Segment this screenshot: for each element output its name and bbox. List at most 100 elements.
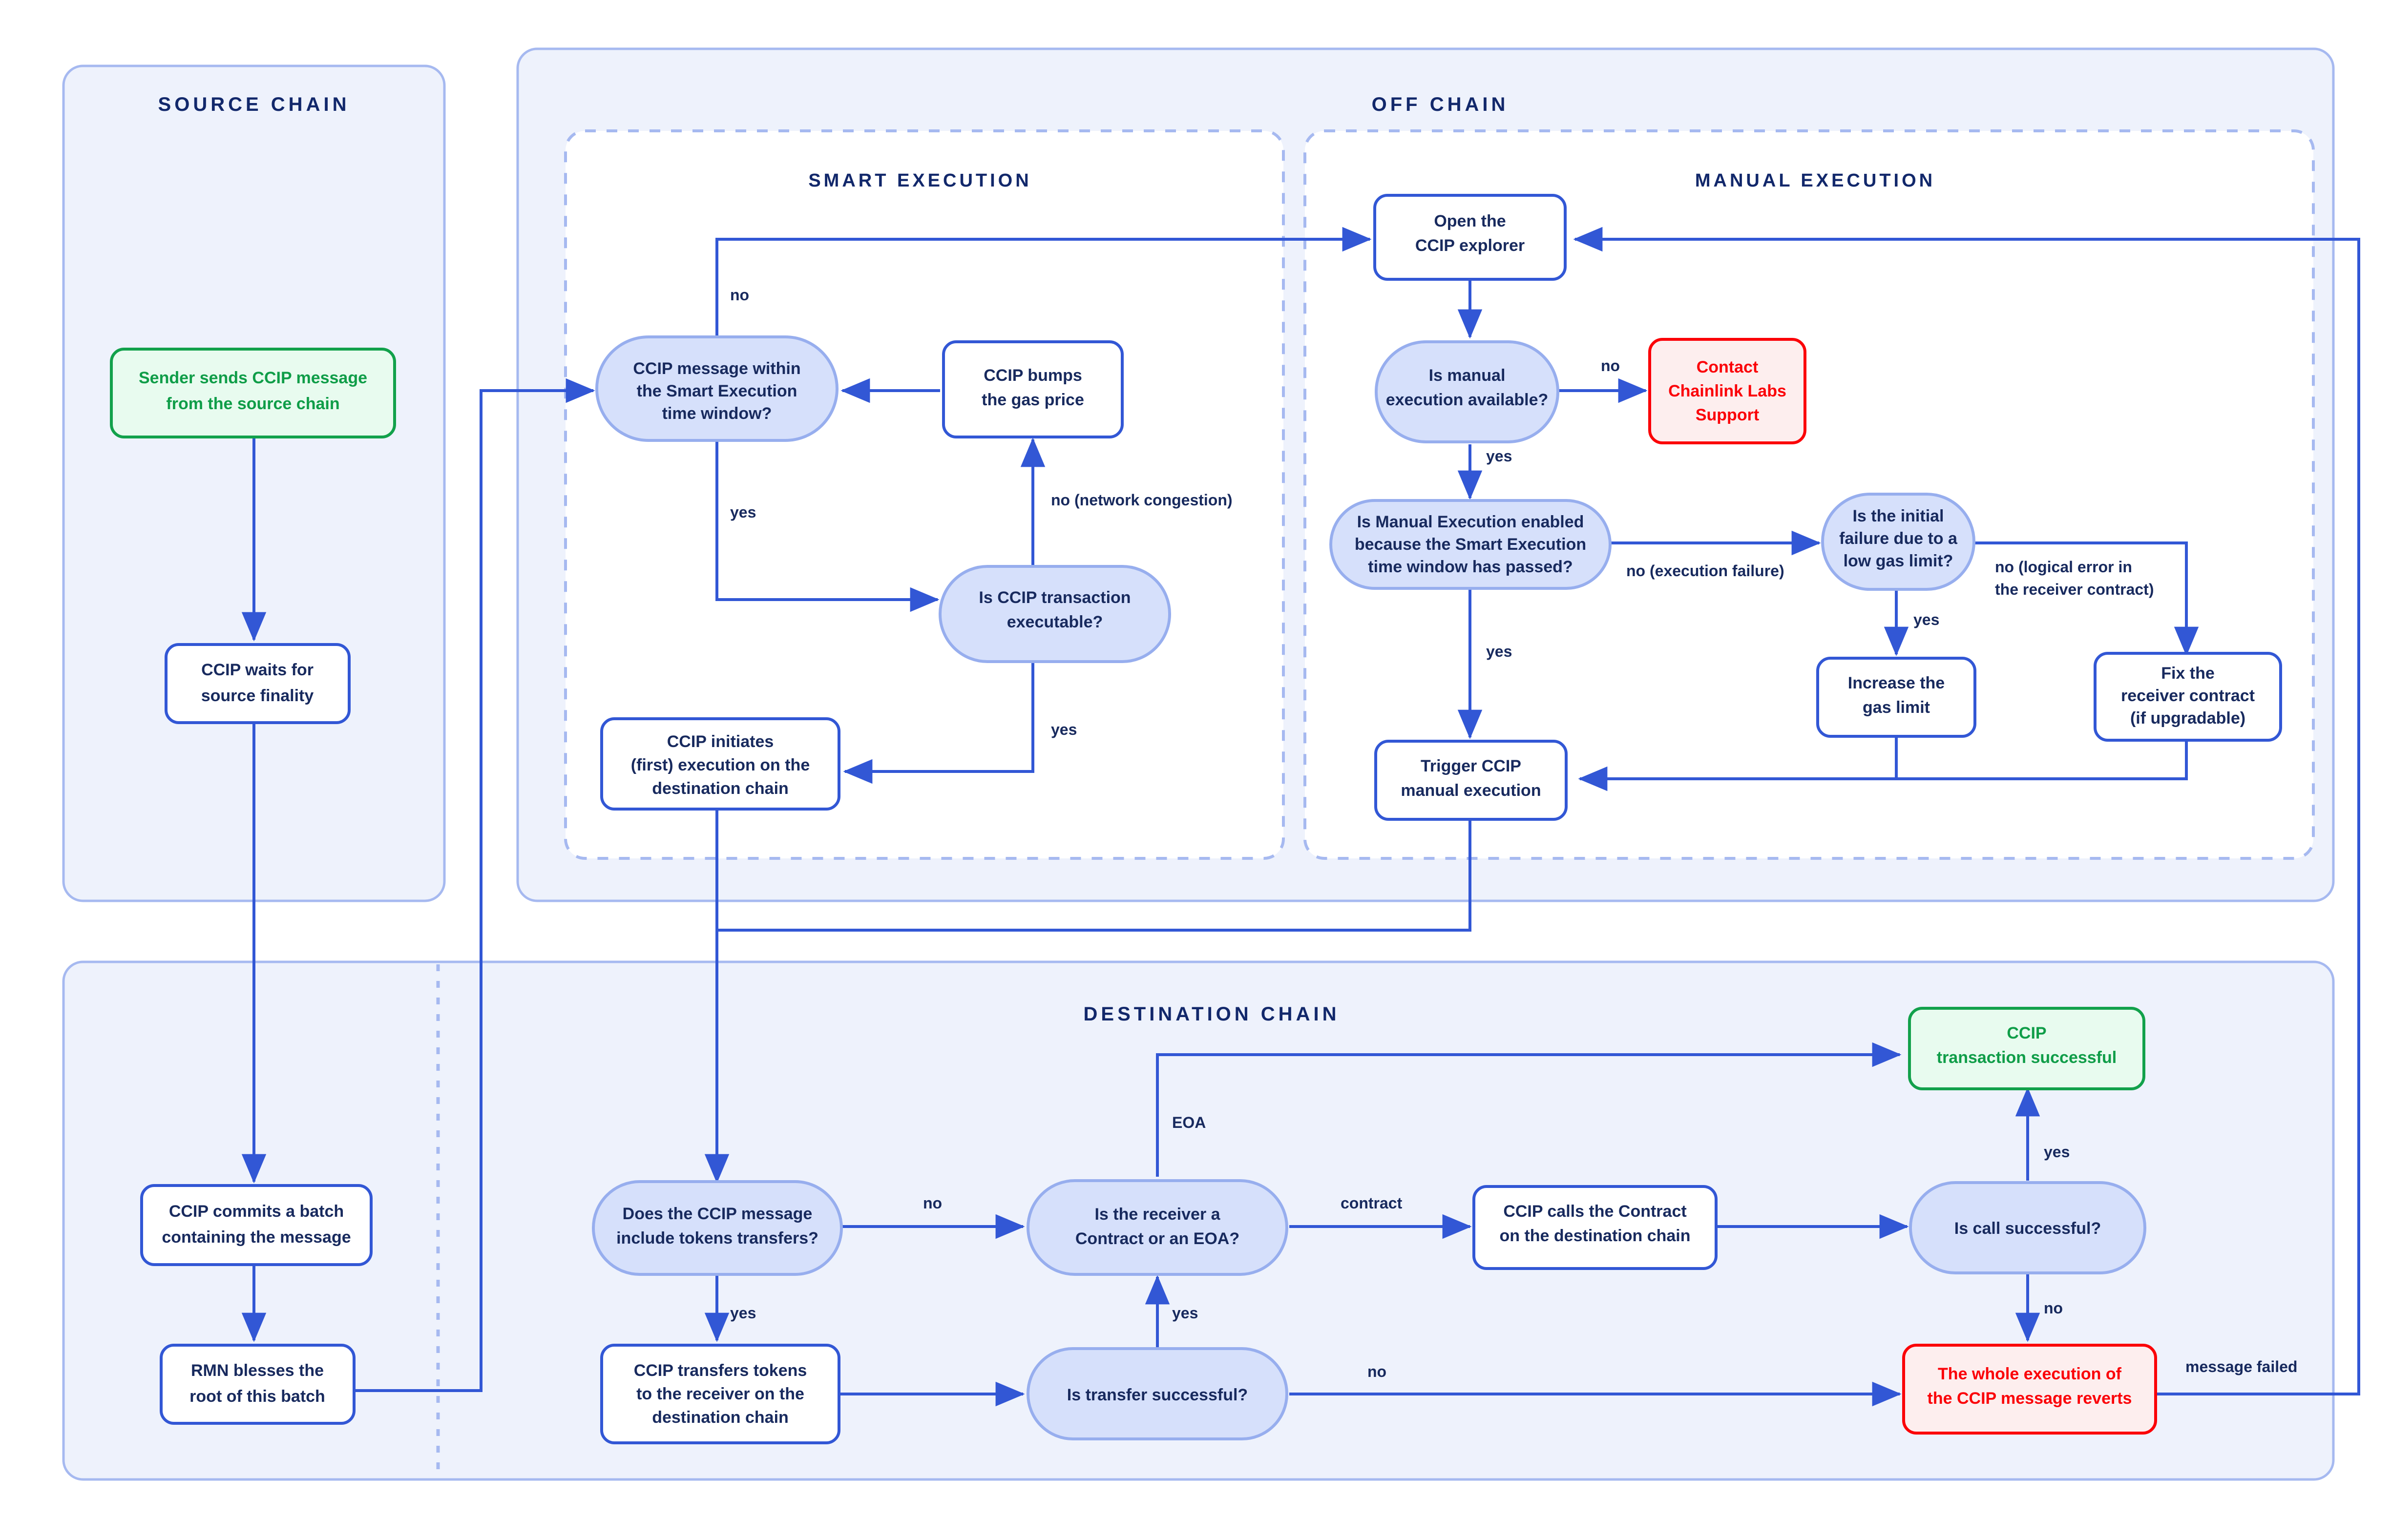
node-calls-contract-line1: CCIP calls the Contract <box>1503 1202 1686 1221</box>
node-receiver-type-line2: Contract or an EOA? <box>1075 1229 1239 1248</box>
edge-label-smart-yes: yes <box>730 503 756 521</box>
node-manual-available-line2: execution available? <box>1386 391 1549 409</box>
node-commits-batch-line1: CCIP commits a batch <box>169 1202 344 1221</box>
node-trigger-manual-execution[interactable]: Trigger CCIP manual execution <box>1374 740 1568 821</box>
edge-label-manual-no: no <box>1601 357 1620 375</box>
node-receiver-type-line1: Is the receiver a <box>1094 1205 1220 1224</box>
node-smart-window-decision[interactable]: CCIP message within the Smart Execution … <box>595 335 839 442</box>
node-increase-gas-line2: gas limit <box>1863 698 1930 717</box>
node-waits-finality-line1: CCIP waits for <box>201 661 314 679</box>
edge-executable-yes-to-initiates <box>843 632 1034 784</box>
panel-manual-execution: MANUAL EXECUTION <box>1303 129 2315 860</box>
node-rmn-blesses[interactable]: RMN blesses the root of this batch <box>160 1344 356 1425</box>
edge-layer <box>241 227 2360 1407</box>
node-bumps-gas-price[interactable]: CCIP bumps the gas price <box>942 340 1124 438</box>
node-transaction-successful-line2: transaction successful <box>1937 1048 2117 1067</box>
node-manual-enabled-decision[interactable]: Is Manual Execution enabled because the … <box>1329 499 1612 590</box>
node-calls-contract-line2: on the destination chain <box>1499 1227 1690 1245</box>
node-open-explorer-line2: CCIP explorer <box>1415 236 1525 255</box>
edge-fixreceiver-to-trigger <box>1582 735 2188 780</box>
node-transfers-tokens-line2: to the receiver on the <box>636 1385 804 1403</box>
node-transfer-successful-decision[interactable]: Is transfer successful? <box>1027 1347 1288 1440</box>
edge-smartwindow-no-to-explorer <box>715 227 1372 371</box>
node-increase-gas-limit[interactable]: Increase the gas limit <box>1816 657 1976 738</box>
edge-label-network-congestion: no (network congestion) <box>1051 491 1233 509</box>
node-fix-receiver-line3: (if upgradable) <box>2130 709 2245 728</box>
edge-label-executable-yes: yes <box>1051 721 1077 738</box>
node-sender-sends-line1: Sender sends CCIP message <box>139 369 367 387</box>
node-manual-enabled-line2: because the Smart Execution <box>1355 535 1586 554</box>
node-waits-finality[interactable]: CCIP waits for source finality <box>165 643 351 724</box>
node-initiates-line2: (first) execution on the <box>631 756 810 774</box>
edge-label-execution-failure: no (execution failure) <box>1626 562 1784 580</box>
edge-receivertype-eoa-to-success <box>1156 1042 1902 1177</box>
node-fix-receiver-line2: receiver contract <box>2121 687 2255 705</box>
node-initiates-line1: CCIP initiates <box>667 732 774 751</box>
edge-label-contract: contract <box>1341 1194 1403 1212</box>
edge-label-manual-yes: yes <box>1486 447 1512 465</box>
edge-label-tokens-yes: yes <box>730 1304 756 1322</box>
node-increase-gas-line1: Increase the <box>1848 674 1945 692</box>
node-trigger-manual-line2: manual execution <box>1401 781 1541 800</box>
panel-title-smart: SMART EXECUTION <box>808 170 1031 191</box>
node-manual-available-line1: Is manual <box>1429 366 1506 385</box>
node-initial-failure-line3: low gas limit? <box>1844 552 1953 570</box>
edge-label-smart-no: no <box>730 286 749 304</box>
edge-label-logical-error-line2: the receiver contract) <box>1995 581 2154 598</box>
node-transfers-tokens-line1: CCIP transfers tokens <box>634 1361 807 1380</box>
node-open-ccip-explorer[interactable]: Open the CCIP explorer <box>1373 194 1567 281</box>
edge-label-message-failed: message failed <box>2185 1358 2297 1375</box>
node-sender-sends[interactable]: Sender sends CCIP message from the sourc… <box>110 348 396 438</box>
node-include-tokens-decision[interactable]: Does the CCIP message include tokens tra… <box>592 1180 843 1276</box>
edge-label-gas-yes: yes <box>1913 611 1939 628</box>
edge-initialfailure-no-to-fixreceiver <box>1973 541 2199 656</box>
edge-label-layer: no yes no (network congestion) yes no ye… <box>730 286 2297 1380</box>
edge-label-logical-error-line1: no (logical error in <box>1995 558 2132 576</box>
node-initial-failure-line1: Is the initial <box>1852 507 1944 525</box>
node-initiates-line3: destination chain <box>652 779 789 798</box>
edge-label-transfer-no: no <box>1367 1363 1386 1380</box>
node-execution-reverts[interactable]: The whole execution of the CCIP message … <box>1902 1344 2157 1435</box>
panel-smart-execution: SMART EXECUTION <box>564 129 1285 860</box>
node-bumps-gas-line2: the gas price <box>982 391 1084 409</box>
node-call-successful-label: Is call successful? <box>1954 1219 2101 1238</box>
node-initiates-execution[interactable]: CCIP initiates (first) execution on the … <box>600 717 840 811</box>
node-contact-support-line3: Support <box>1696 406 1759 424</box>
node-fix-receiver-contract[interactable]: Fix the receiver contract (if upgradable… <box>2094 652 2282 742</box>
node-initial-failure-decision[interactable]: Is the initial failure due to a low gas … <box>1821 493 1975 591</box>
edge-revert-to-explorer <box>1573 227 2360 1395</box>
node-open-explorer-line1: Open the <box>1434 212 1506 230</box>
node-transfer-successful-label: Is transfer successful? <box>1067 1386 1248 1404</box>
node-transaction-successful[interactable]: CCIP transaction successful <box>1908 1007 2145 1090</box>
edge-label-transfer-yes: yes <box>1172 1304 1198 1322</box>
node-rmn-blesses-line2: root of this batch <box>189 1387 325 1406</box>
edge-label-call-no: no <box>2044 1299 2063 1317</box>
node-execution-reverts-line1: The whole execution of <box>1938 1365 2122 1383</box>
node-is-executable-decision[interactable]: Is CCIP transaction executable? <box>939 565 1171 663</box>
node-manual-available-decision[interactable]: Is manual execution available? <box>1375 340 1559 443</box>
node-sender-sends-line2: from the source chain <box>166 395 339 413</box>
edge-label-call-yes: yes <box>2044 1143 2070 1161</box>
node-transaction-successful-line1: CCIP <box>2007 1024 2046 1042</box>
node-calls-contract[interactable]: CCIP calls the Contract on the destinati… <box>1472 1185 1718 1270</box>
node-commits-batch[interactable]: CCIP commits a batch containing the mess… <box>140 1184 373 1266</box>
panel-title-source: SOURCE CHAIN <box>158 94 350 115</box>
node-bumps-gas-line1: CCIP bumps <box>984 366 1082 385</box>
node-contact-support-line2: Chainlink Labs <box>1668 382 1786 400</box>
node-commits-batch-line2: containing the message <box>162 1228 351 1247</box>
node-call-successful-decision[interactable]: Is call successful? <box>1909 1181 2146 1274</box>
edge-trigger-to-destination <box>717 808 1471 932</box>
node-initial-failure-line2: failure due to a <box>1839 529 1958 548</box>
node-smart-window-line1: CCIP message within <box>633 359 800 378</box>
node-waits-finality-line2: source finality <box>201 687 314 705</box>
node-transfers-tokens[interactable]: CCIP transfers tokens to the receiver on… <box>600 1344 840 1444</box>
node-execution-reverts-line2: the CCIP message reverts <box>1928 1389 2132 1408</box>
edge-label-enabled-yes: yes <box>1486 643 1512 660</box>
edge-rmn-to-smartwindow <box>354 378 595 1392</box>
node-contact-support[interactable]: Contact Chainlink Labs Support <box>1648 338 1806 444</box>
node-receiver-type-decision[interactable]: Is the receiver a Contract or an EOA? <box>1027 1179 1288 1276</box>
node-include-tokens-line2: include tokens transfers? <box>616 1229 818 1248</box>
edge-label-eoa: EOA <box>1172 1114 1206 1131</box>
edge-smartwindow-yes-to-executable <box>715 439 940 612</box>
